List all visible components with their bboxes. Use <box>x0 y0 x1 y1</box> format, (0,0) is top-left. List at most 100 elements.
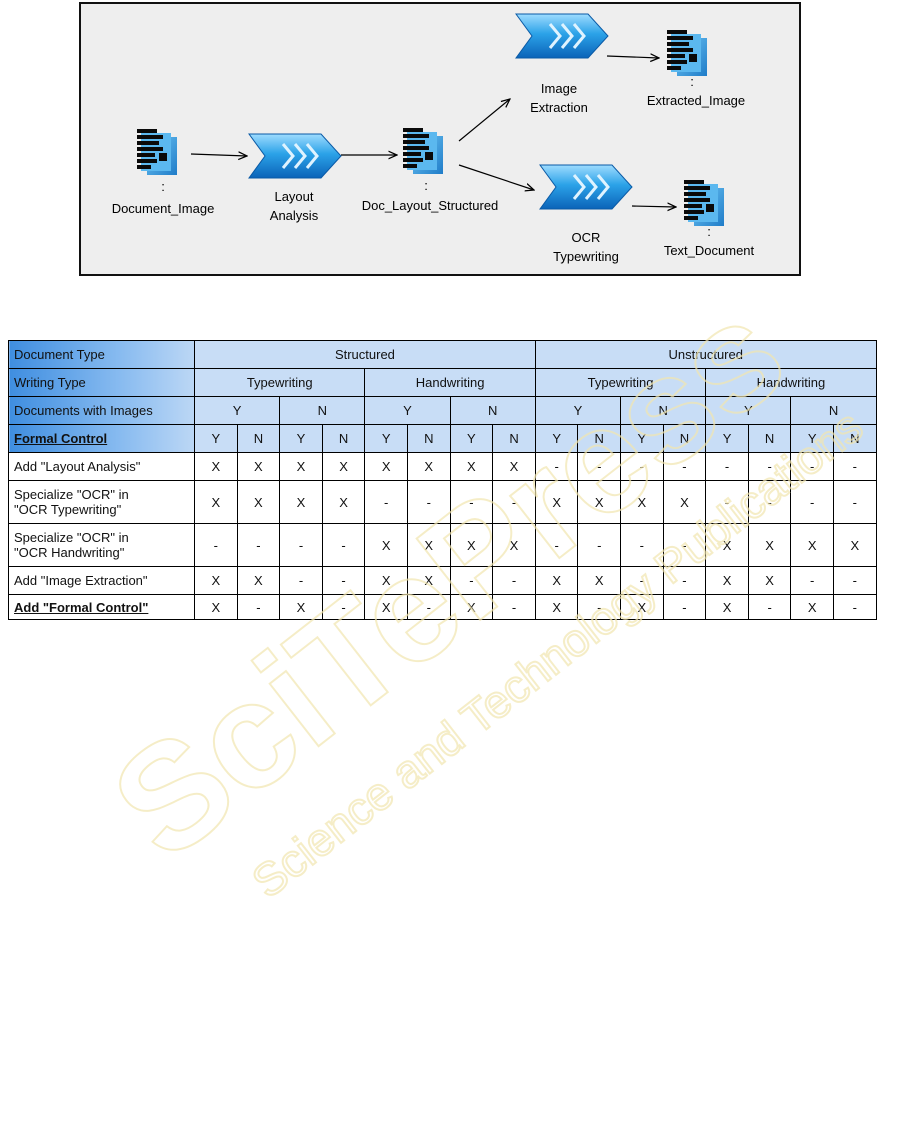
table-cell: - <box>620 452 664 481</box>
table-cell: X <box>279 594 323 620</box>
ocr-typewriting-label-1: OCR <box>572 230 601 245</box>
table-cell: X <box>364 566 408 595</box>
table-cell: X <box>492 452 536 481</box>
row-label: Specialize "OCR" in"OCR Typewriting" <box>8 480 195 524</box>
table-cell: - <box>833 452 877 481</box>
row-label: Add "Formal Control" <box>8 594 195 620</box>
header-cell: Typewriting <box>534 368 707 397</box>
table-cell: - <box>790 566 835 595</box>
text-document-label: Text_Document <box>664 243 755 258</box>
table-cell: - <box>321 566 366 595</box>
table-cell: - <box>747 480 792 524</box>
activity-ocr-typewriting <box>539 164 633 210</box>
table-cell: - <box>747 594 792 620</box>
text-document-colon: : <box>707 224 711 239</box>
table-cell: X <box>747 566 792 595</box>
table-cell: - <box>577 523 622 567</box>
row-label-line-2: "OCR Typewriting" <box>14 502 122 517</box>
table-cell: - <box>662 452 707 481</box>
arrow-doclayout-to-imageextraction <box>458 99 510 142</box>
table-cell: X <box>321 452 366 481</box>
table-cell: X <box>406 566 451 595</box>
header-cell: Handwriting <box>705 368 877 397</box>
header-cell: Y <box>534 396 622 425</box>
document-icon <box>684 180 724 226</box>
table-cell: X <box>577 566 622 595</box>
row-label: Writing Type <box>8 368 195 397</box>
table-cell: - <box>492 594 536 620</box>
table-cell: Y <box>534 424 579 453</box>
document-icon <box>667 30 707 76</box>
header-cell: Y <box>193 396 281 425</box>
header-row-writing-type: Writing Type Typewriting Handwriting Typ… <box>8 368 877 397</box>
row-label: Document Type <box>8 340 195 369</box>
header-cell: N <box>449 396 536 425</box>
table-cell: X <box>705 594 749 620</box>
layout-analysis-label-1: Layout <box>274 189 313 204</box>
image-extraction-label-2: Extraction <box>530 100 588 115</box>
table-cell: X <box>194 566 238 595</box>
table-cell: - <box>790 452 835 481</box>
table-cell: X <box>236 566 281 595</box>
activity-image-extraction <box>515 13 609 59</box>
arrow-ocr-to-textdoc <box>631 206 676 207</box>
table-cell: - <box>194 523 238 567</box>
table-cell: - <box>364 480 408 524</box>
table-cell: N <box>406 424 451 453</box>
artifact-text-document <box>684 180 724 226</box>
header-cell: Structured <box>194 340 536 369</box>
table-cell: X <box>705 566 749 595</box>
row-label: Add "Layout Analysis" <box>8 452 195 481</box>
docimage-label: Document_Image <box>112 201 215 216</box>
table-cell: - <box>492 566 536 595</box>
table-cell: - <box>236 594 281 620</box>
table-cell: X <box>705 523 749 567</box>
table-cell: N <box>833 424 877 453</box>
header-row-document-type: Document Type Structured Unstructured <box>8 340 877 369</box>
table-cell: X <box>790 523 835 567</box>
header-cell: N <box>620 396 707 425</box>
table-cell: - <box>236 523 281 567</box>
row-label-line-1: Specialize "OCR" in <box>14 530 129 545</box>
header-cell: Typewriting <box>193 368 366 397</box>
table-cell: Y <box>194 424 238 453</box>
ocr-typewriting-label-2: Typewriting <box>553 249 619 264</box>
row-label: Formal Control <box>8 424 195 453</box>
table-cell: X <box>747 523 792 567</box>
table-cell: Y <box>620 424 664 453</box>
document-icon <box>403 128 443 174</box>
table-cell: N <box>492 424 536 453</box>
table-cell: - <box>449 480 494 524</box>
table-cell: - <box>747 452 792 481</box>
table-cell: X <box>364 523 408 567</box>
table-cell: - <box>577 452 622 481</box>
table-cell: Y <box>449 424 494 453</box>
table-cell: - <box>662 523 707 567</box>
header-cell: N <box>279 396 366 425</box>
table-cell: - <box>406 594 451 620</box>
image-extraction-label-1: Image <box>541 81 577 96</box>
table-cell: X <box>534 566 579 595</box>
artifact-document-image <box>137 129 177 175</box>
arrow-docimage-to-layout <box>190 154 247 156</box>
header-cell: Y <box>364 396 451 425</box>
table-cell: X <box>449 523 494 567</box>
artifact-doc-layout-structured <box>403 128 443 174</box>
row-label-line-1: Specialize "OCR" in <box>14 487 129 502</box>
table-cell: Y <box>279 424 323 453</box>
table-cell: X <box>662 480 707 524</box>
activity-layout-analysis <box>248 133 342 179</box>
table-cell: X <box>790 594 835 620</box>
document-icon <box>137 129 177 175</box>
table-cell: X <box>279 452 323 481</box>
table-cell: - <box>833 480 877 524</box>
doclayout-colon: : <box>424 178 428 193</box>
table-cell: X <box>194 480 238 524</box>
table-cell: X <box>194 452 238 481</box>
table-cell: - <box>705 480 749 524</box>
header-cell: Unstructured <box>534 340 877 369</box>
artifact-extracted-image <box>667 30 707 76</box>
row-label: Documents with Images <box>8 396 195 425</box>
table-cell: X <box>492 523 536 567</box>
